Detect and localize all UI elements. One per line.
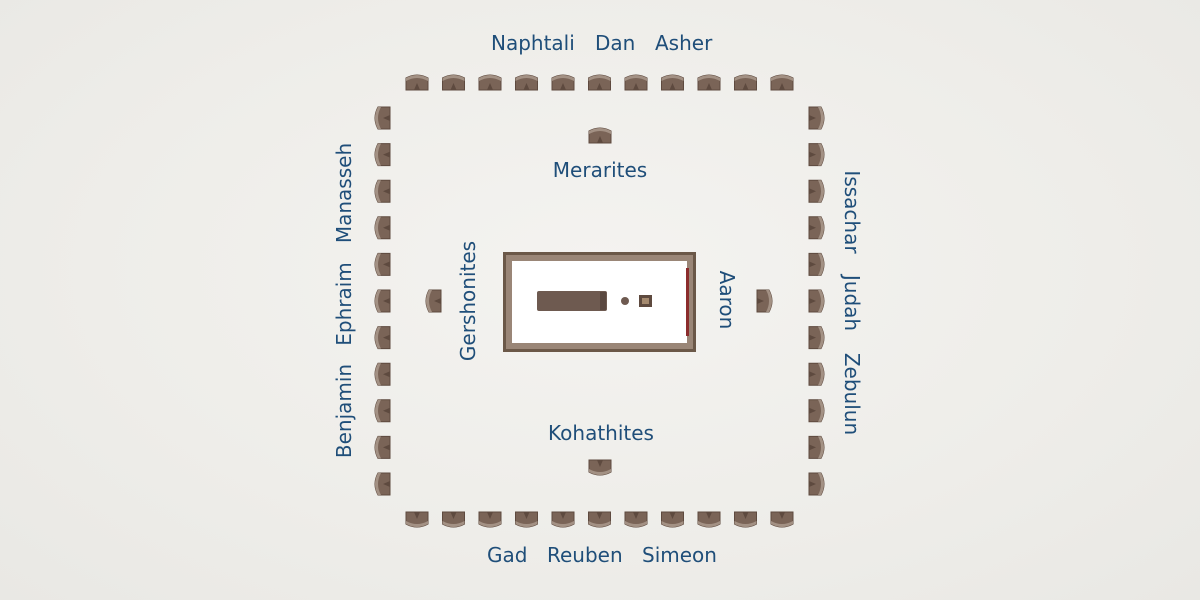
tent-icon-east-10 xyxy=(808,435,825,459)
tent-icon-east-8 xyxy=(808,362,825,386)
levite-label-kohathites: Kohathites xyxy=(548,421,654,445)
tent-icon-south-10 xyxy=(734,511,757,528)
tent-icon-north-10 xyxy=(734,74,757,91)
tent-icon-west-8 xyxy=(374,362,391,386)
tent-icon-south-9 xyxy=(697,511,721,528)
tent-icon-north-1 xyxy=(405,74,429,91)
tent-icon-east-4 xyxy=(808,216,825,240)
tent-icon-merarites xyxy=(588,127,612,144)
tent-icon-north-2 xyxy=(442,74,465,91)
tent-icon-west-11 xyxy=(374,472,391,496)
tent-icon-east-2 xyxy=(808,143,825,167)
levite-label-merarites: Merarites xyxy=(552,158,648,182)
tent-icon-west-4 xyxy=(374,216,391,240)
tent-icon-north-7 xyxy=(624,74,648,91)
tent-icon-east-6 xyxy=(808,289,825,313)
tent-icon-east-7 xyxy=(808,326,825,350)
tent-icon-gershonites xyxy=(425,289,442,313)
laver-icon xyxy=(621,297,629,305)
tent-icon-south-5 xyxy=(551,511,575,528)
tribe-label-dan: Dan xyxy=(595,31,636,55)
tent-icon-aaron xyxy=(756,289,773,313)
tent-icon-south-2 xyxy=(442,511,465,528)
tent-icon-north-3 xyxy=(478,74,502,91)
tribe-label-naphtali: Naphtali xyxy=(491,31,575,55)
tent-icon-west-3 xyxy=(374,179,391,203)
tent-icon-south-7 xyxy=(624,511,648,528)
tent-icon-north-5 xyxy=(551,74,575,91)
tent-icon-north-11 xyxy=(770,74,794,91)
tent-icon-west-2 xyxy=(374,143,391,167)
tribe-label-simeon: Simeon xyxy=(642,543,717,567)
tent-icon-south-8 xyxy=(661,511,684,528)
tent-icon-west-10 xyxy=(374,435,391,459)
tent-icon-west-5 xyxy=(374,252,391,276)
altar-icon xyxy=(639,295,652,307)
tent-icon-west-6 xyxy=(374,289,391,313)
tent-icon-east-9 xyxy=(808,399,825,423)
tribe-label-asher: Asher xyxy=(655,31,713,55)
tent-icon-south-3 xyxy=(478,511,502,528)
tent-icon-west-1 xyxy=(374,106,391,130)
tent-icon-west-9 xyxy=(374,399,391,423)
tent-icon-east-1 xyxy=(808,106,825,130)
tent-icon-south-6 xyxy=(588,511,611,528)
tent-icon-north-6 xyxy=(588,74,611,91)
tent-icon-east-3 xyxy=(808,179,825,203)
ark-icon xyxy=(537,291,607,311)
tent-icon-west-7 xyxy=(374,326,391,350)
tent-icon-kohathites xyxy=(588,459,612,476)
tent-icon-north-4 xyxy=(515,74,538,91)
tent-icon-north-9 xyxy=(697,74,721,91)
tent-icon-south-11 xyxy=(770,511,794,528)
tribe-label-reuben: Reuben xyxy=(547,543,623,567)
tent-icon-east-5 xyxy=(808,252,825,276)
tent-icon-south-1 xyxy=(405,511,429,528)
tent-icon-south-4 xyxy=(515,511,538,528)
tribe-label-gad: Gad xyxy=(487,543,528,567)
tent-icon-east-11 xyxy=(808,472,825,496)
tent-icon-north-8 xyxy=(661,74,684,91)
